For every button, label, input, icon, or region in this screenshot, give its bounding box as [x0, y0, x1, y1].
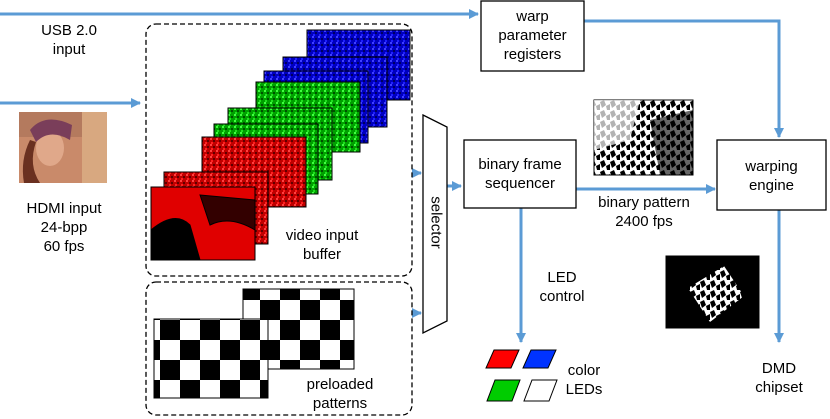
warp-registers-block [480, 0, 585, 72]
warping-engine-label: warping engine [717, 157, 826, 195]
video-buffer-group [145, 23, 413, 277]
led-blue [522, 349, 557, 369]
sequencer-block [463, 139, 577, 209]
binary-pattern-line1: binary pattern [598, 194, 690, 211]
led-control-label: LED control [527, 268, 597, 306]
binary-pattern-image [593, 99, 694, 176]
selector-label: selector [427, 196, 445, 249]
sequencer-label: binary frame sequencer [464, 155, 576, 193]
sequencer-line1: binary frame [478, 156, 562, 173]
dmd-label: DMD chipset [744, 359, 814, 397]
hdmi-line1: HDMI input [26, 200, 102, 217]
led-control-line1: LED [547, 269, 577, 286]
led-white [523, 379, 558, 402]
hdmi-input-label: HDMI input 24-bpp 60 fps [20, 199, 108, 256]
usb-line1: USB 2.0 [41, 22, 97, 39]
preloaded-line2: patterns [312, 395, 368, 412]
warping-line2: engine [748, 177, 795, 194]
color-leds-label: color LEDs [552, 361, 616, 399]
warp-line3: registers [503, 46, 562, 63]
led-green [486, 379, 521, 402]
selector-block [422, 113, 448, 335]
binary-pattern-label: binary pattern 2400 fps [583, 193, 705, 231]
video-buffer-line2: buffer [302, 246, 342, 263]
warp-line1: warp [516, 8, 549, 25]
warping-line1: warping [745, 158, 798, 175]
warp-line2: parameter [498, 27, 567, 44]
dmd-line1: DMD [761, 360, 797, 377]
connection-arrows [0, 9, 784, 343]
preloaded-line1: preloaded [306, 376, 374, 393]
color-leds-line1: color [567, 362, 601, 379]
warping-engine-block [716, 139, 827, 211]
binary-pattern-line2: 2400 fps [615, 213, 673, 230]
preloaded-group [145, 281, 413, 416]
led-control-line2: control [539, 288, 585, 305]
warp-registers-label: warp parameter registers [481, 7, 584, 64]
video-buffer-label: video input buffer [272, 226, 372, 264]
arrow-warp-to-engine [584, 19, 784, 138]
checkerboard-front [153, 318, 269, 399]
dmd-line2: chipset [755, 379, 803, 396]
usb-line2: input [52, 41, 86, 58]
hdmi-source-image [19, 112, 107, 183]
color-leds-line2: LEDs [565, 381, 603, 398]
video-buffer-line1: video input [285, 227, 359, 244]
video-frames [150, 29, 411, 261]
color-leds [485, 349, 558, 402]
warped-output-image [665, 255, 760, 329]
preloaded-label: preloaded patterns [290, 375, 390, 413]
usb-input-label: USB 2.0 input [34, 21, 104, 59]
sequencer-line2: sequencer [484, 175, 556, 192]
led-red [485, 349, 520, 369]
hdmi-line2: 24-bpp [40, 219, 88, 236]
hdmi-line3: 60 fps [43, 238, 85, 255]
